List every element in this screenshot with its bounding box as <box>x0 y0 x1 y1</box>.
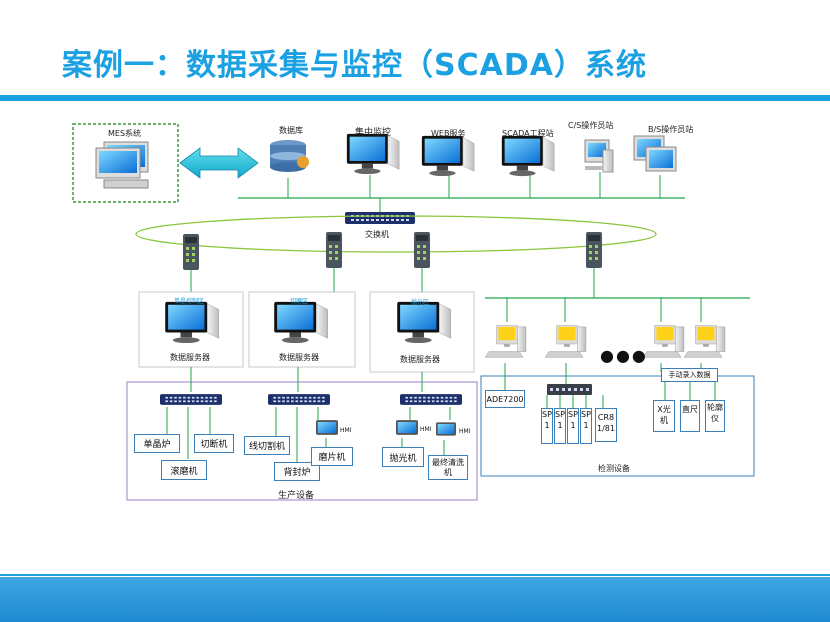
production-switch-3-icon <box>400 394 462 405</box>
zone1-server-label: 数据服务器 <box>170 353 210 362</box>
industrial-switch-3-icon <box>414 232 430 268</box>
device-ade7200: ADE7200 <box>485 390 525 408</box>
device-paoguangji: 抛光机 <box>382 447 424 467</box>
zone1-tag: 单晶控制区 <box>174 298 205 305</box>
web-service-label: WEB服务 <box>431 129 466 138</box>
inspection-pc-4-icon <box>684 325 726 358</box>
device-beifenglu: 背封炉 <box>274 462 320 481</box>
device-danjinglu: 单晶炉 <box>134 434 180 453</box>
device-qieduanji: 切断机 <box>194 434 234 453</box>
ring-network <box>135 215 657 253</box>
hmi-1-label: HMI <box>340 427 352 434</box>
zone3-tag: 抛光区 <box>411 299 430 306</box>
web-server-icon <box>421 135 475 177</box>
device-xianqiegeji: 线切割机 <box>244 436 290 455</box>
more-devices-dots: ●●● <box>600 346 648 365</box>
inspection-label: 检测设备 <box>598 464 630 473</box>
device-gunmoji: 滚磨机 <box>161 460 207 480</box>
device-profiler: 轮廓仪 <box>705 400 725 432</box>
production-switch-1-icon <box>160 394 222 405</box>
scada-station-label: SCADA工程站 <box>502 129 554 138</box>
footer-bar <box>0 577 830 622</box>
zone3-server-label: 数据服务器 <box>400 355 440 364</box>
scada-station-icon <box>501 135 555 177</box>
bs-station-label: B/S操作员站 <box>648 125 694 134</box>
zone2-tag: 切磨区 <box>290 298 309 305</box>
central-monitor-icon <box>346 133 400 175</box>
inspection-pc-2-icon <box>545 325 587 358</box>
device-sp-4: SP1 <box>580 408 592 444</box>
database-label: 数据库 <box>279 126 303 135</box>
industrial-switch-1-icon <box>183 234 199 270</box>
data-exchange-arrow <box>179 147 259 179</box>
cs-station-label: C/S操作员站 <box>568 121 614 130</box>
device-cr81: CR81/81 <box>595 408 617 442</box>
zone2-server-label: 数据服务器 <box>279 353 319 362</box>
device-zuizhong: 最终清洗机 <box>428 455 468 480</box>
device-sp-1: SP1 <box>541 408 553 444</box>
hmi-2-label: HMI <box>420 426 432 433</box>
database-icon <box>270 140 309 172</box>
hmi-1-icon <box>316 420 338 435</box>
cs-station-icon <box>584 139 614 173</box>
central-monitor-label: 集中监控 <box>355 128 392 138</box>
inspection-pc-1-icon <box>485 325 527 358</box>
mes-computers-icon <box>95 141 149 189</box>
core-switch-icon <box>345 212 415 224</box>
industrial-switch-4-icon <box>586 232 602 268</box>
hmi-3-label: HMI <box>459 428 471 435</box>
switch-label: 交换机 <box>365 230 389 239</box>
device-sp-3: SP1 <box>567 408 579 444</box>
mes-label: MES系统 <box>108 129 142 138</box>
manual-entry-label: 手动录入数据 <box>661 368 718 382</box>
page-title: 案例一：数据采集与监控（SCADA）系统 <box>62 48 647 83</box>
inspection-pc-3-icon <box>643 325 685 358</box>
industrial-switch-2-icon <box>326 232 342 268</box>
device-ruler: 直尺 <box>680 400 700 432</box>
hmi-2-icon <box>396 420 418 435</box>
production-label: 生产设备 <box>278 491 315 501</box>
hmi-3-icon <box>436 422 456 436</box>
footer-line <box>0 574 830 576</box>
inspection-frame <box>480 375 755 477</box>
mes-frame <box>72 123 179 203</box>
production-switch-2-icon <box>268 394 330 405</box>
device-mopianji: 磨片机 <box>311 447 353 466</box>
title-underline <box>0 95 830 101</box>
device-sp-2: SP1 <box>554 408 566 444</box>
device-xray: X光机 <box>653 400 675 432</box>
production-frame <box>126 381 478 501</box>
bs-station-icon <box>633 135 677 172</box>
